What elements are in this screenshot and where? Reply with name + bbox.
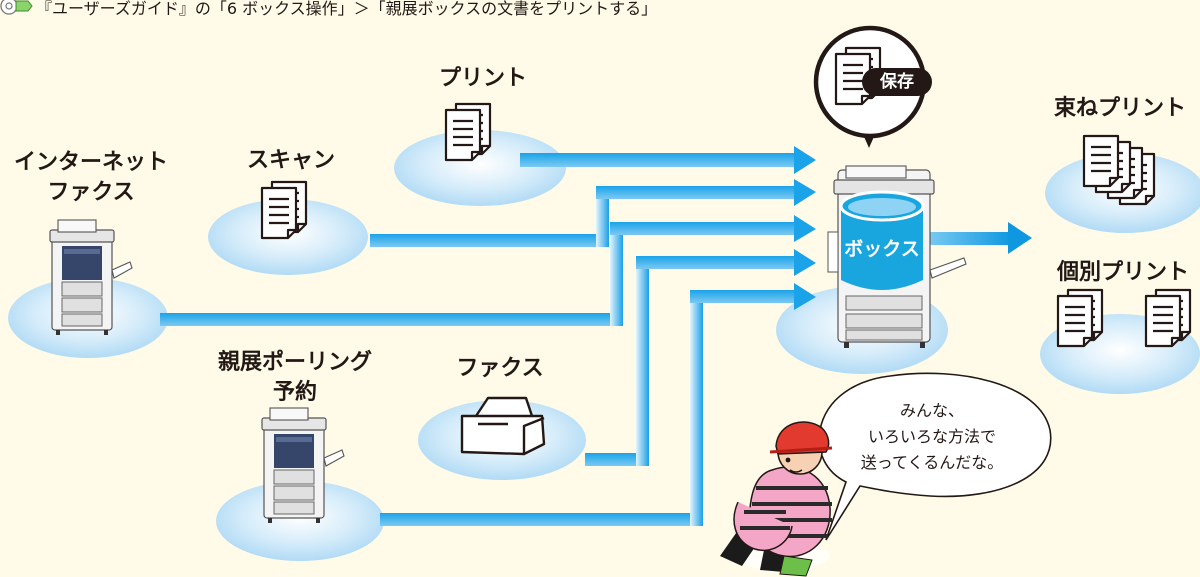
ellipse-print xyxy=(394,130,566,206)
speech-line-2: いろいろな方法で xyxy=(867,427,996,446)
arrowhead-2 xyxy=(794,179,816,206)
save-balloon xyxy=(813,25,932,148)
label-polling: 親展ポーリング 予約 xyxy=(200,348,390,408)
manual-reference-icon xyxy=(0,0,34,16)
speech-line-3: 送ってくるんだな。 xyxy=(860,453,1004,472)
flow-lines xyxy=(160,146,816,526)
reference-text: 『ユーザーズガイド』の「6 ボックス操作」＞「親展ボックスの文書をプリントする」 xyxy=(36,0,658,18)
arrowhead-4 xyxy=(794,249,816,276)
box-cylinder xyxy=(839,190,925,290)
print-document-icon xyxy=(444,102,492,162)
label-scan: スキャン xyxy=(246,148,335,173)
arrowhead-1 xyxy=(794,146,816,174)
label-fax: ファクス xyxy=(456,356,544,381)
save-badge-label: 保存 xyxy=(880,72,914,92)
character-illustration xyxy=(720,421,833,577)
box-label: ボックス xyxy=(844,238,920,260)
arrowhead-5 xyxy=(794,283,816,310)
label-bundle-print: 束ねプリント xyxy=(1053,96,1186,121)
speech-line-1: みんな、 xyxy=(899,401,964,420)
label-print: プリント xyxy=(438,66,527,91)
label-internet-fax-line-2: ファクス xyxy=(47,180,135,205)
label-internet-fax-line-1: インターネット xyxy=(13,150,168,175)
label-individual-print: 個別プリント xyxy=(1056,260,1189,285)
speech-bubble-text: みんな、 いろいろな方法で 送ってくるんだな。 xyxy=(832,398,1032,476)
reference-icon xyxy=(0,0,33,15)
label-polling-line-2: 予約 xyxy=(272,380,317,405)
label-internet-fax: インターネット ファクス xyxy=(6,148,176,208)
reference-line: 『ユーザーズガイド』の「6 ボックス操作」＞「親展ボックスの文書をプリントする」 xyxy=(0,0,657,18)
scan-document-icon xyxy=(260,180,308,240)
output-arrow xyxy=(926,222,1032,254)
label-polling-line-1: 親展ポーリング xyxy=(217,350,372,375)
arrowhead-3 xyxy=(794,215,816,242)
fax-machine-icon xyxy=(460,396,546,456)
ellipse-polling xyxy=(216,481,384,561)
